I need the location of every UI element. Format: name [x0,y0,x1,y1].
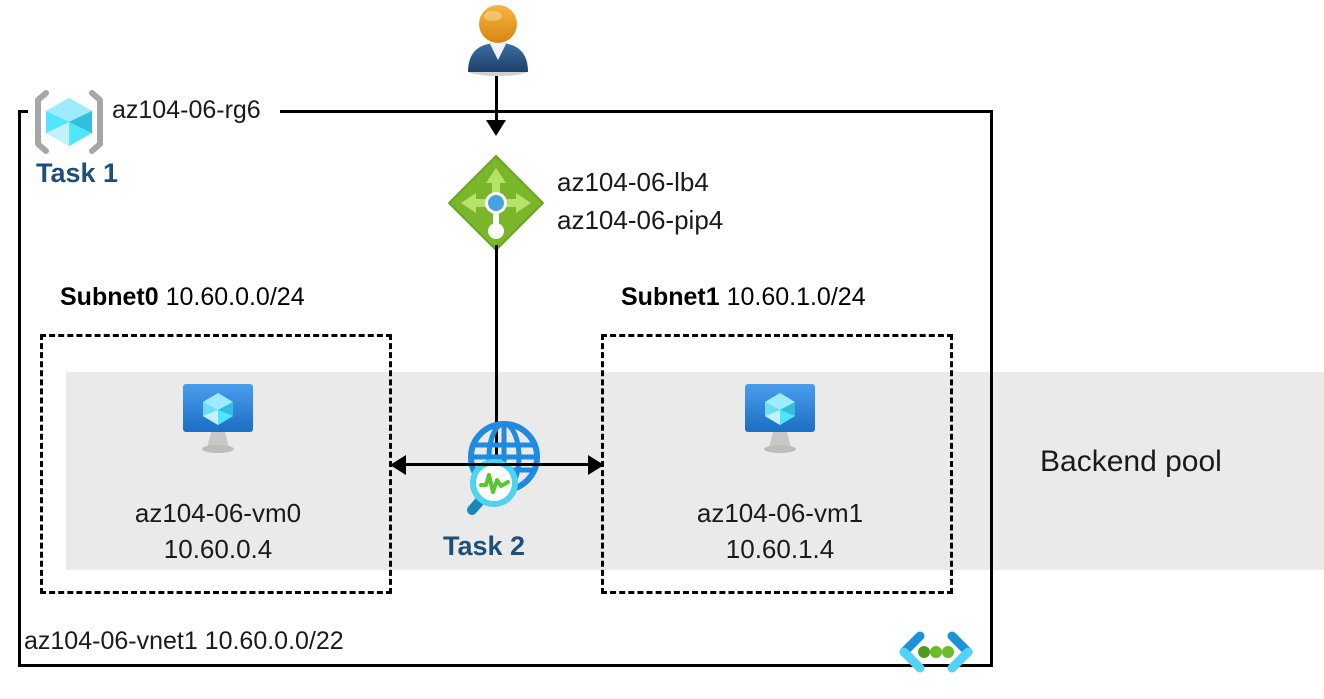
connector-lb-to-vnet [495,245,498,455]
vm0-labels: az104-06-vm0 10.60.0.4 [68,495,368,567]
arrowhead-to-lb [486,120,506,136]
resource-group-name: az104-06-rg6 [112,96,261,124]
public-ip-name: az104-06-pip4 [557,205,724,235]
virtual-machine-icon [177,382,259,454]
subnet1-name: Subnet1 [621,283,720,311]
virtual-machine-icon [739,382,821,454]
arrowhead-to-subnet0 [390,455,406,475]
backend-pool-band [66,372,1324,570]
connector-between-subnets [404,463,590,466]
task-1-label: Task 1 [36,158,119,188]
vm1-name: az104-06-vm1 [696,498,864,528]
resource-group-icon [30,88,108,156]
vm0-ip: 10.60.0.4 [163,534,273,564]
subnet1-cidr: 10.60.1.0/24 [726,283,866,311]
subnet0-name: Subnet0 [60,283,159,311]
user-icon [462,2,534,76]
task-2-label: Task 2 [443,531,526,561]
backend-pool-label: Backend pool [1040,445,1222,478]
subnet0-cidr: 10.60.0.0/24 [165,283,305,311]
vnet-label: az104-06-vnet1 10.60.0.0/22 [24,627,344,655]
load-balancer-icon [446,153,546,253]
connector-user-to-lb [495,76,498,124]
load-balancer-name: az104-06-lb4 [557,167,709,197]
vm1-ip: 10.60.1.4 [725,534,835,564]
network-watcher-icon [455,420,547,515]
vm0-name: az104-06-vm0 [134,498,302,528]
vm1-labels: az104-06-vm1 10.60.1.4 [630,495,930,567]
resource-group-boundary [18,110,993,667]
arrowhead-to-subnet1 [588,455,604,475]
subnet0-title: Subnet0 10.60.0.0/24 [60,283,305,312]
subnet1-title: Subnet1 10.60.1.0/24 [621,283,866,312]
virtual-network-icon [894,628,978,676]
load-balancer-labels: az104-06-lb4 az104-06-pip4 [557,163,723,239]
